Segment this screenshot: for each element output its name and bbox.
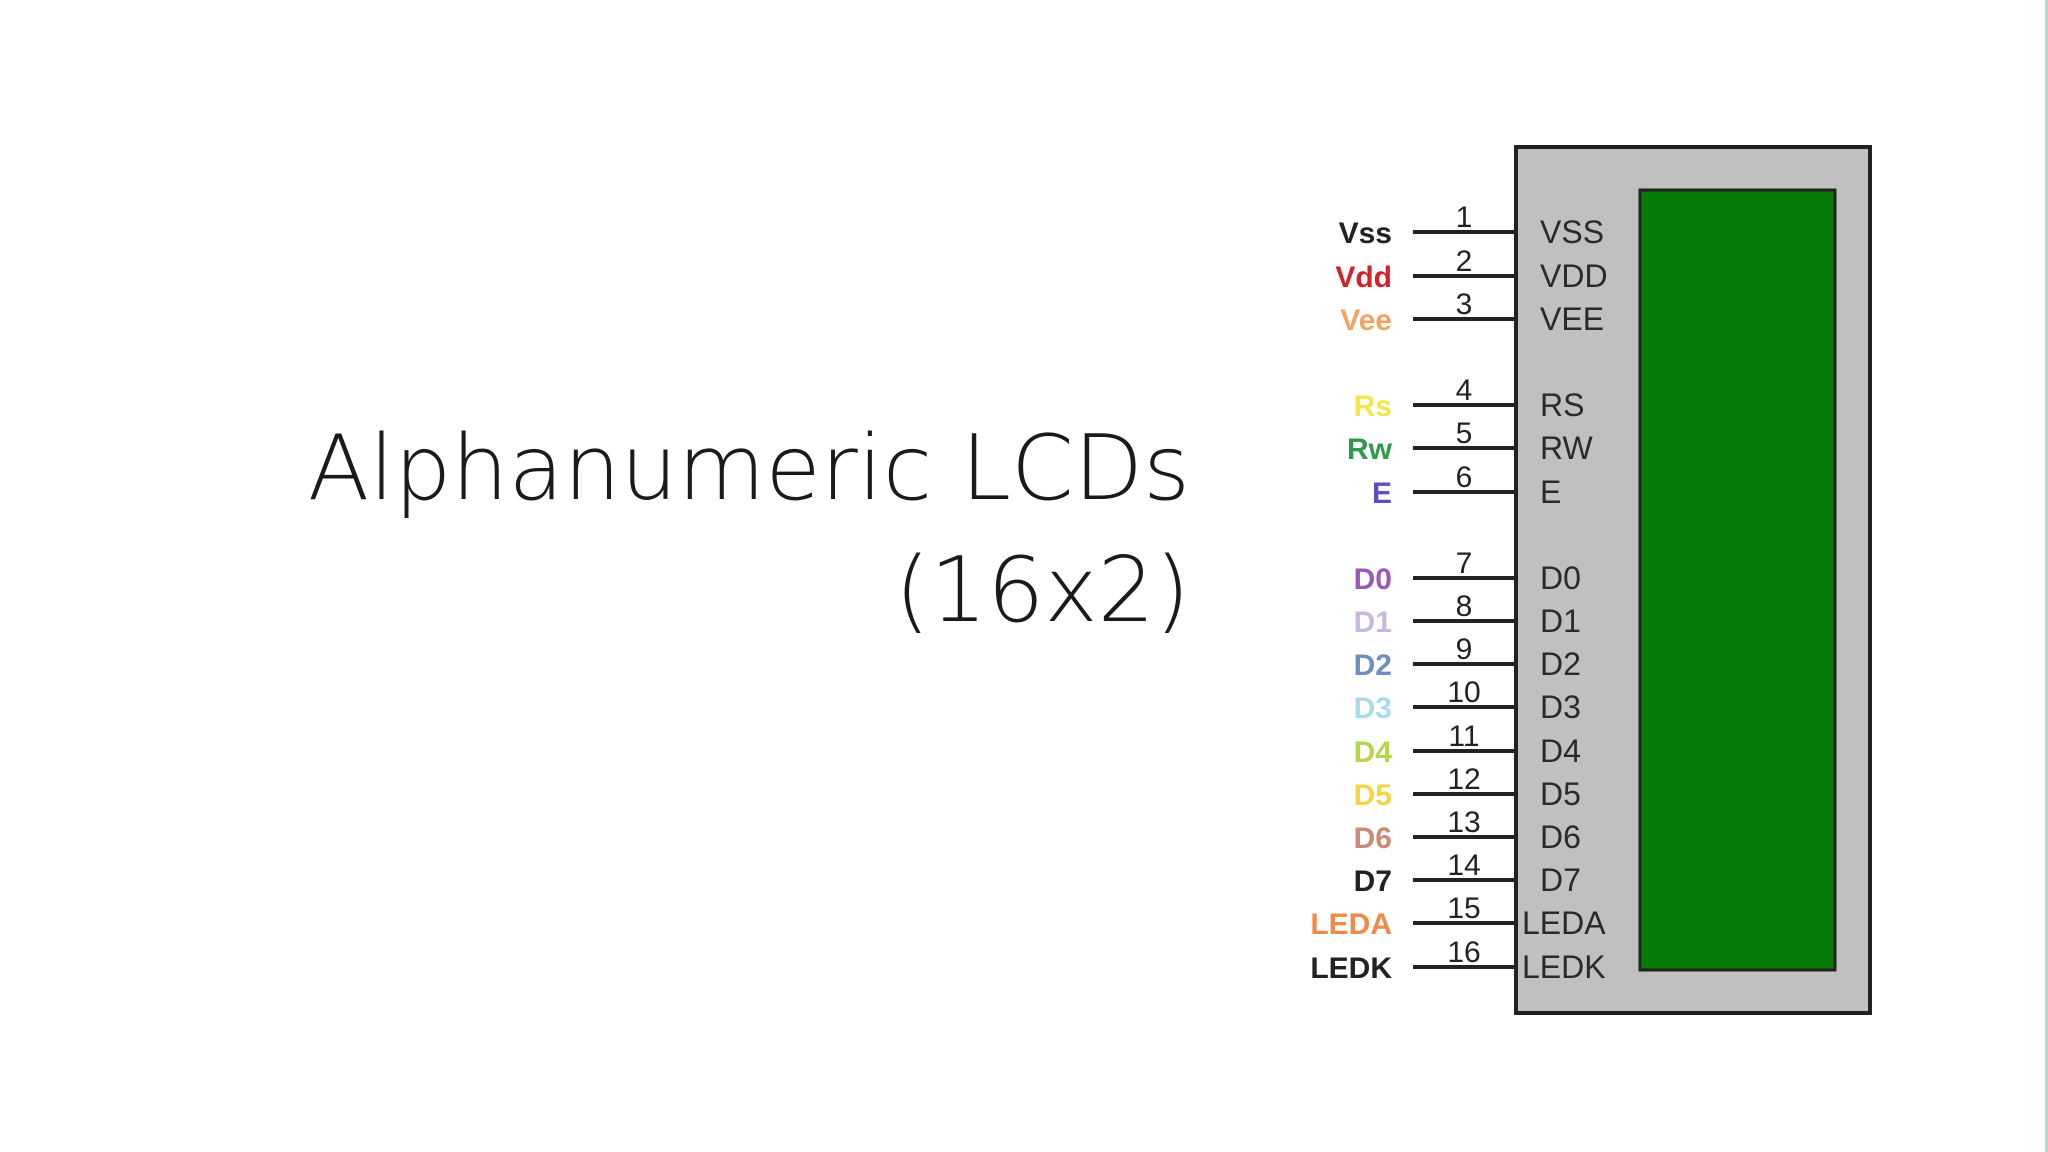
pin-number: 16: [1447, 936, 1480, 969]
pin-number: 10: [1447, 676, 1480, 709]
pin-signal-label: Rw: [1347, 433, 1393, 466]
pin-number: 2: [1456, 245, 1473, 278]
pin-number: 1: [1456, 201, 1473, 234]
pin-signal-label: E: [1372, 477, 1392, 510]
pin-13: 13 D6 D6: [1354, 806, 1581, 855]
pin-14: 14 D7 D7: [1354, 849, 1581, 898]
title-line-2: (16x2): [894, 538, 1190, 643]
pin-signal-label: Vee: [1340, 304, 1392, 337]
pin-name: D2: [1540, 646, 1581, 682]
pin-number: 15: [1447, 892, 1480, 925]
pin-3: 3 Vee VEE: [1340, 288, 1604, 337]
pin-name: D5: [1540, 776, 1581, 812]
pin-name: D4: [1540, 733, 1581, 769]
pin-signal-label: LEDA: [1310, 908, 1392, 941]
pin-number: 9: [1456, 633, 1473, 666]
pin-signal-label: LEDK: [1310, 952, 1392, 985]
title-line-1: Alphanumeric LCDs: [307, 416, 1190, 521]
pin-signal-label: Vdd: [1335, 261, 1392, 294]
slide-edge-accent: [2045, 0, 2048, 1152]
pin-11: 11 D4 D4: [1354, 720, 1581, 769]
pin-name: D3: [1540, 689, 1581, 725]
pin-7: 7 D0 D0: [1354, 547, 1581, 596]
pin-1: 1 Vss VSS: [1339, 201, 1604, 250]
pin-number: 5: [1456, 417, 1473, 450]
pin-name: RW: [1540, 430, 1594, 466]
pin-name: LEDA: [1522, 905, 1606, 941]
pin-number: 12: [1447, 763, 1480, 796]
pin-name: VEE: [1540, 301, 1604, 337]
pin-signal-label: D6: [1354, 822, 1392, 855]
pin-10: 10 D3 D3: [1354, 676, 1581, 725]
pin-number: 3: [1456, 288, 1473, 321]
pin-15: 15 LEDA LEDA: [1310, 892, 1606, 941]
lcd-screen: [1638, 188, 1837, 972]
pin-number: 8: [1456, 590, 1473, 623]
pin-name: D1: [1540, 603, 1581, 639]
pin-number: 6: [1456, 461, 1473, 494]
pin-signal-label: Vss: [1339, 217, 1392, 250]
pin-signal-label: D1: [1354, 606, 1392, 639]
pin-name: E: [1540, 474, 1561, 510]
pin-6: 6 E E: [1372, 461, 1561, 510]
pin-signal-label: Rs: [1354, 390, 1392, 423]
pin-signal-label: D3: [1354, 692, 1392, 725]
pin-4: 4 Rs RS: [1354, 374, 1585, 423]
pin-16: 16 LEDK LEDK: [1310, 936, 1605, 985]
pin-signal-label: D0: [1354, 563, 1392, 596]
pin-name: VSS: [1540, 214, 1604, 250]
pin-name: VDD: [1540, 258, 1608, 294]
slide-title: Alphanumeric LCDs (16x2): [190, 408, 1190, 652]
pin-12: 12 D5 D5: [1354, 763, 1581, 812]
pin-name: D6: [1540, 819, 1581, 855]
pin-8: 8 D1 D1: [1354, 590, 1581, 639]
pin-5: 5 Rw RW: [1347, 417, 1594, 466]
pin-number: 11: [1448, 720, 1479, 753]
pin-name: RS: [1540, 387, 1584, 423]
pin-number: 13: [1447, 806, 1480, 839]
pin-2: 2 Vdd VDD: [1335, 245, 1607, 294]
pin-signal-label: D7: [1354, 865, 1392, 898]
pin-name: D0: [1540, 560, 1581, 596]
pin-signal-label: D2: [1354, 649, 1392, 682]
pin-number: 7: [1456, 547, 1473, 580]
pin-number: 14: [1447, 849, 1480, 882]
pin-signal-label: D5: [1354, 779, 1392, 812]
pin-9: 9 D2 D2: [1354, 633, 1581, 682]
pin-name: D7: [1540, 862, 1581, 898]
pin-name: LEDK: [1522, 949, 1606, 985]
pin-signal-label: D4: [1354, 736, 1393, 769]
pin-number: 4: [1456, 374, 1473, 407]
